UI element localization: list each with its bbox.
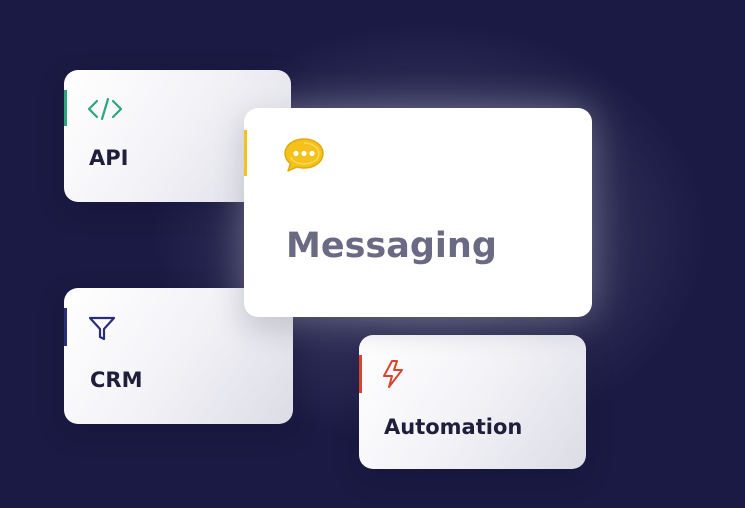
- card-automation[interactable]: Automation: [359, 335, 586, 469]
- card-messaging[interactable]: Messaging: [244, 108, 592, 317]
- card-crm-label: CRM: [90, 368, 143, 392]
- card-messaging-label: Messaging: [286, 226, 497, 266]
- card-automation-label: Automation: [384, 415, 523, 439]
- lightning-bolt-icon: [383, 360, 403, 388]
- card-automation-accent-bar: [359, 355, 362, 393]
- code-icon: [87, 97, 123, 121]
- card-api-accent-bar: [64, 90, 67, 126]
- filter-icon: [88, 316, 116, 341]
- card-crm-accent-bar: [64, 308, 67, 346]
- card-api-label: API: [89, 146, 129, 170]
- chat-bubble-icon: [284, 138, 324, 172]
- card-messaging-accent-bar: [244, 130, 247, 176]
